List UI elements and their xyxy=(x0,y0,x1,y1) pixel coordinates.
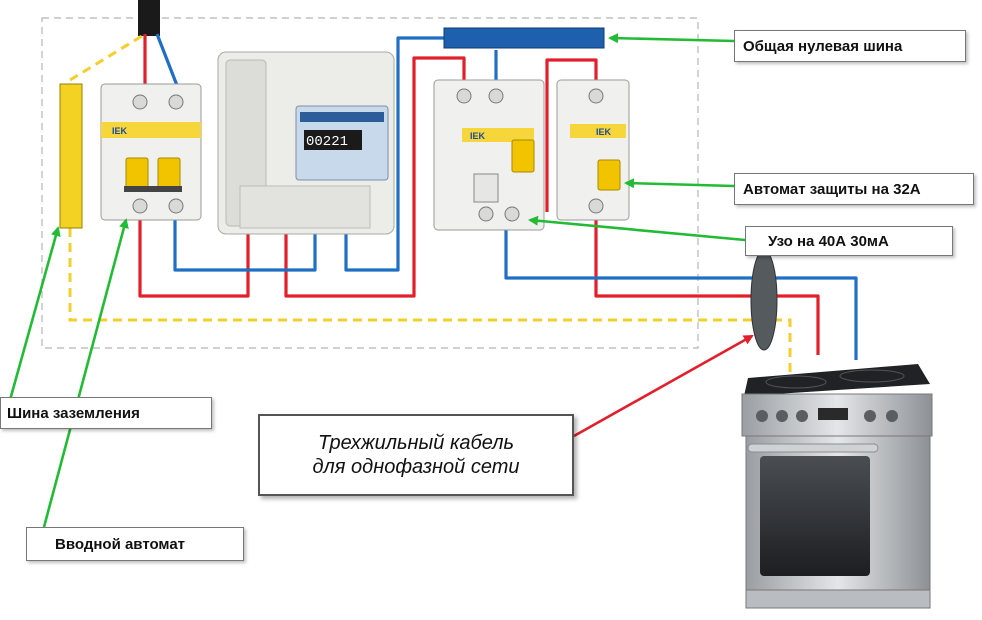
label-three-core-cable: Трехжильный кабель для однофазной сети xyxy=(258,414,574,496)
label-ground-bus: Шина заземления xyxy=(0,397,212,429)
label-input-breaker: Вводной автомат xyxy=(26,527,244,561)
arrow-breaker xyxy=(624,178,735,189)
panel-enclosure xyxy=(41,17,699,349)
arrow-ground-bus xyxy=(8,226,61,401)
arrow-input-breaker xyxy=(42,218,129,528)
arrow-neutral-bus xyxy=(608,33,735,44)
incoming-cable xyxy=(138,0,160,36)
label-neutral-bus: Общая нулевая шина xyxy=(734,30,966,62)
phase-wires xyxy=(138,34,820,355)
breaker-32a: IEK xyxy=(556,79,630,221)
arrow-rcd xyxy=(528,215,746,242)
electric-stove xyxy=(741,364,933,609)
input-breaker: IEK xyxy=(100,83,202,221)
rcd-brand-mark: IEK xyxy=(470,131,486,141)
cable-label-line1: Трехжильный кабель xyxy=(317,432,515,454)
cable-label-line2: для однофазной сети xyxy=(312,456,520,478)
neutral-bus xyxy=(443,27,605,49)
breaker32-brand-mark: IEK xyxy=(596,127,612,137)
rcd-device: IEK xyxy=(433,79,545,231)
pointer-arrows xyxy=(8,33,746,528)
ground-wires xyxy=(68,34,792,375)
electricity-meter: 00221 xyxy=(217,51,395,235)
label-rcd: Узо на 40А 30мА xyxy=(745,226,953,256)
meter-reading: 00221 xyxy=(306,134,348,150)
arrow-cable xyxy=(573,334,754,438)
label-breaker-32a: Автомат защиты на 32А xyxy=(734,173,974,205)
breaker-brand-mark: IEK xyxy=(112,126,128,136)
neutral-wires xyxy=(155,33,858,360)
cable-bundle xyxy=(750,249,778,351)
ground-bus xyxy=(59,83,83,229)
